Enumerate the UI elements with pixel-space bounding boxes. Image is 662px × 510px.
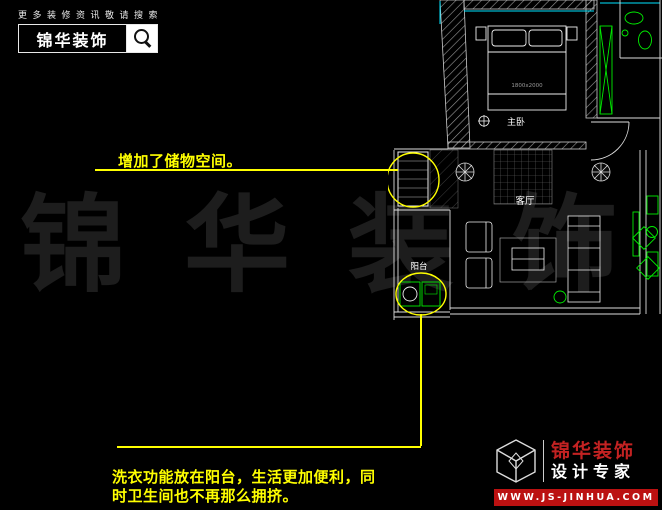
top-logo-tagline: 更多装修资讯敬请搜索	[18, 11, 164, 21]
laundry-annotation-line1: 洗衣功能放在阳台，生活更加便利，同	[112, 468, 376, 486]
rug	[499, 237, 557, 283]
room-label-balcony: 阳台	[410, 261, 427, 272]
washing-machine	[399, 281, 441, 307]
cyan-wall-lines	[439, 1, 660, 24]
armchair	[465, 257, 493, 289]
hall-tile-floor	[493, 149, 553, 205]
tv-unit	[632, 211, 640, 257]
footer-logo: 锦华装饰 设计专家 WWW.JS-JINHUA.COM	[494, 437, 658, 506]
bed-size-label: 1800x2000	[511, 83, 543, 89]
wardrobe	[599, 25, 613, 115]
cube-logo-icon	[496, 439, 536, 483]
laundry-annotation-line2: 时卫生间也不再那么拥挤。	[112, 487, 299, 505]
search-icon-handle	[143, 40, 152, 48]
top-logo-box: 锦华装饰	[18, 24, 158, 53]
room-label-living-room: 客厅	[515, 195, 535, 207]
laundry-callout-line-horizontal	[117, 446, 421, 448]
top-logo: 更多装修资讯敬请搜索 锦华装饰	[18, 8, 163, 53]
highlight-washer	[395, 272, 447, 316]
footer-tagline: 设计专家	[551, 462, 636, 481]
footer-logo-divider	[543, 440, 544, 482]
highlight-storage	[388, 152, 440, 208]
footer-brand: 锦华装饰	[551, 440, 636, 462]
footer-logo-main: 锦华装饰 设计专家	[494, 437, 658, 485]
laundry-annotation: 洗衣功能放在阳台，生活更加便利，同 时卫生间也不再那么拥挤。	[112, 468, 376, 506]
column-symbol	[455, 162, 611, 182]
storage-callout-line	[95, 169, 398, 171]
green-fixtures	[553, 11, 660, 304]
walls-hatched	[439, 0, 598, 150]
armchair	[465, 221, 493, 253]
sofa	[567, 215, 601, 303]
website-bar: WWW.JS-JINHUA.COM	[494, 489, 658, 506]
laundry-callout-line-vertical	[420, 314, 422, 446]
bed	[475, 25, 578, 111]
sofa-set	[465, 215, 601, 303]
footer-logo-text: 锦华装饰 设计专家	[551, 440, 635, 482]
bath-fixture	[638, 30, 652, 50]
search-icon	[126, 25, 157, 52]
ceiling-light-icon	[478, 115, 490, 127]
storage-annotation: 增加了储物空间。	[118, 152, 243, 170]
storage-cabinet	[397, 151, 429, 207]
room-label-master-bedroom: 主卧	[507, 116, 525, 128]
corridor-floor	[429, 149, 459, 209]
top-logo-brand: 锦华装饰	[36, 30, 109, 50]
watermark: 锦华装饰	[20, 182, 662, 307]
search-icon-glass	[134, 29, 149, 44]
bath-fixture	[624, 11, 644, 25]
door-arc	[590, 121, 630, 161]
floor-plan: 1800x2000 主卧	[388, 0, 662, 320]
wall-lines	[393, 0, 662, 320]
website-url: WWW.JS-JINHUA.COM	[497, 492, 655, 503]
plant	[553, 290, 567, 304]
